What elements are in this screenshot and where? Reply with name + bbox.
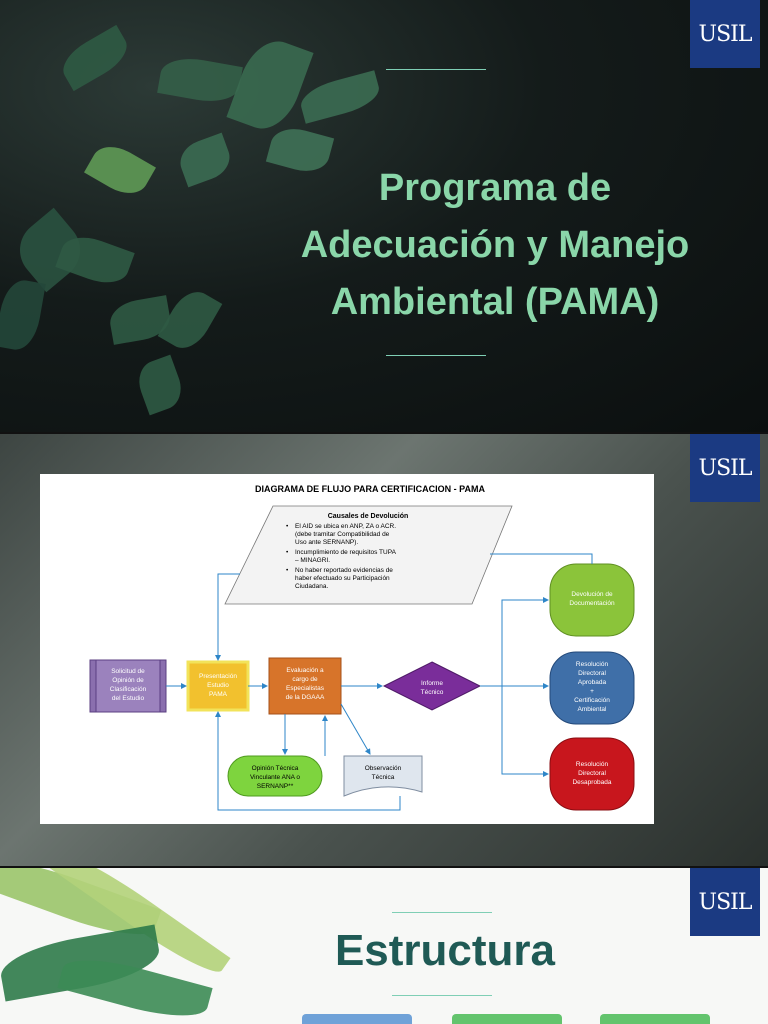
svg-text:de la DGAAA: de la DGAAA (286, 694, 325, 701)
svg-text:Clasificación: Clasificación (110, 686, 147, 693)
causales-item-2b: – MINAGRI. (295, 557, 330, 564)
title-line-1: Programa de (378, 167, 612, 209)
informe-diamond: Informe Técnico (382, 661, 482, 711)
observacion-box: Observación Técnica (343, 755, 423, 797)
bottom-rule (392, 995, 492, 996)
svg-text:Informe: Informe (421, 680, 443, 687)
svg-text:SERNANP**: SERNANP** (257, 783, 294, 790)
causales-item-2a: Incumplimiento de requisitos TUPA (295, 549, 397, 556)
svg-text:Directoral: Directoral (578, 670, 606, 677)
presentacion-box: Presentación Estudio PAMA (186, 660, 250, 712)
desaprobada-box: Resolución Directoral Desaprobada (549, 737, 635, 811)
usil-logo: USIL (690, 434, 760, 502)
svg-text:Opinión Técnica: Opinión Técnica (252, 765, 299, 772)
svg-text:Especialistas: Especialistas (286, 685, 325, 692)
causales-box: Causales de Devolución • El AID se ubica… (224, 505, 513, 605)
structure-title: Estructura (334, 926, 556, 975)
usil-logo: USIL (690, 0, 760, 68)
svg-text:+: + (590, 688, 594, 695)
svg-text:Opinión de: Opinión de (112, 677, 144, 684)
structure-box-blue (302, 1014, 412, 1024)
svg-text:Documentación: Documentación (569, 600, 615, 607)
svg-text:Aprobada: Aprobada (578, 679, 607, 686)
structure-box-green-2 (600, 1014, 710, 1024)
svg-text:Resolución: Resolución (576, 661, 609, 668)
causales-bullet-2: • (286, 549, 289, 556)
evaluacion-box: Evaluación a cargo de Especialistas de l… (268, 657, 342, 715)
svg-text:Resolución: Resolución (576, 761, 609, 768)
causales-item-3b: haber efectuado su Participación (295, 575, 390, 582)
svg-text:Directoral: Directoral (578, 770, 606, 777)
top-rule (392, 912, 492, 913)
causales-title: Causales de Devolución (328, 513, 409, 520)
bottom-rule (386, 355, 486, 356)
connectors (166, 553, 593, 811)
flow-diagram: DIAGRAMA DE FLUJO PARA CERTIFICACION - P… (40, 474, 654, 824)
causales-item-1a: El AID se ubica en ANP, ZA o ACR. (295, 523, 396, 530)
svg-text:Devolución de: Devolución de (571, 591, 613, 598)
svg-text:Presentación: Presentación (199, 673, 237, 680)
slide-title-text: Programa de Adecuación y Manejo Ambienta… (260, 160, 730, 331)
svg-text:Evaluación a: Evaluación a (286, 667, 324, 674)
svg-text:cargo de: cargo de (292, 676, 318, 683)
svg-text:Técnico: Técnico (421, 689, 444, 696)
causales-item-1c: Uso ante SERNANP). (295, 539, 358, 546)
diagram-title: DIAGRAMA DE FLUJO PARA CERTIFICACION - P… (255, 484, 485, 494)
causales-bullet-1: • (286, 523, 289, 530)
usil-logo: USIL (690, 868, 760, 936)
slide-diagram: USIL DIAGRAMA DE FLUJO PARA CERTIFICACIO… (0, 434, 768, 866)
causales-item-1b: (debe tramitar Compatibilidad de (295, 531, 390, 538)
slide-structure: USIL Estructura (0, 868, 768, 1024)
aprobada-box: Resolución Directoral Aprobada + Certifi… (549, 651, 635, 725)
svg-text:PAMA: PAMA (209, 691, 228, 698)
svg-text:Estudio: Estudio (207, 682, 229, 689)
devolucion-box: Devolución de Documentación (549, 563, 635, 637)
causales-bullet-3: • (286, 567, 289, 574)
svg-text:Solicitud de: Solicitud de (111, 668, 145, 675)
title-line-2: Adecuación y Manejo (300, 224, 690, 266)
svg-text:Observación: Observación (365, 765, 402, 772)
svg-text:Certificación: Certificación (574, 697, 610, 704)
svg-text:del Estudio: del Estudio (112, 695, 145, 702)
svg-text:Vinculante ANA o: Vinculante ANA o (250, 774, 300, 781)
svg-text:Desaprobada: Desaprobada (572, 779, 611, 786)
causales-item-3a: No haber reportado evidencias de (295, 567, 393, 574)
slide-title: USIL Programa de Adecuación y Manejo Amb… (0, 0, 768, 432)
causales-item-3c: Ciudadana. (295, 583, 328, 590)
top-rule (386, 69, 486, 70)
structure-box-green-1 (452, 1014, 562, 1024)
solicitud-box: Solicitud de Opinión de Clasificación de… (89, 659, 167, 713)
svg-text:Ambiental: Ambiental (578, 706, 607, 713)
title-line-3: Ambiental (PAMA) (330, 281, 660, 323)
svg-text:Técnica: Técnica (372, 774, 395, 781)
opinion-box: Opinión Técnica Vinculante ANA o SERNANP… (227, 755, 323, 797)
